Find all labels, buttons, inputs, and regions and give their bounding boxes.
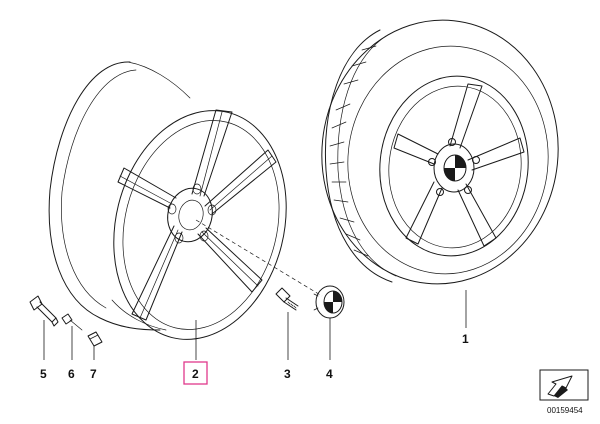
callout-3: 3 — [284, 367, 291, 381]
wheel-bolt-drawing[interactable] — [275, 287, 299, 311]
valve-stem-drawing[interactable] — [29, 295, 59, 327]
callout-5: 5 — [40, 367, 47, 381]
complete-wheel-with-tire-drawing[interactable] — [309, 8, 571, 295]
callout-1: 1 — [462, 332, 469, 346]
hub-cap-drawing[interactable] — [313, 285, 345, 319]
callout-7: 7 — [90, 367, 97, 381]
valve-cap-drawing[interactable] — [87, 331, 103, 347]
leader-lines — [43, 290, 467, 360]
document-number: 00159454 — [547, 406, 583, 415]
view-direction-arrow-icon — [539, 369, 589, 401]
callout-2: 2 — [192, 367, 199, 381]
callout-6: 6 — [68, 367, 75, 381]
callout-2-highlight-box — [183, 361, 208, 385]
assembly-axis-line — [195, 219, 323, 297]
callout-4: 4 — [326, 367, 333, 381]
valve-core-drawing[interactable] — [61, 313, 83, 331]
wheel-rim-drawing[interactable] — [48, 61, 309, 358]
